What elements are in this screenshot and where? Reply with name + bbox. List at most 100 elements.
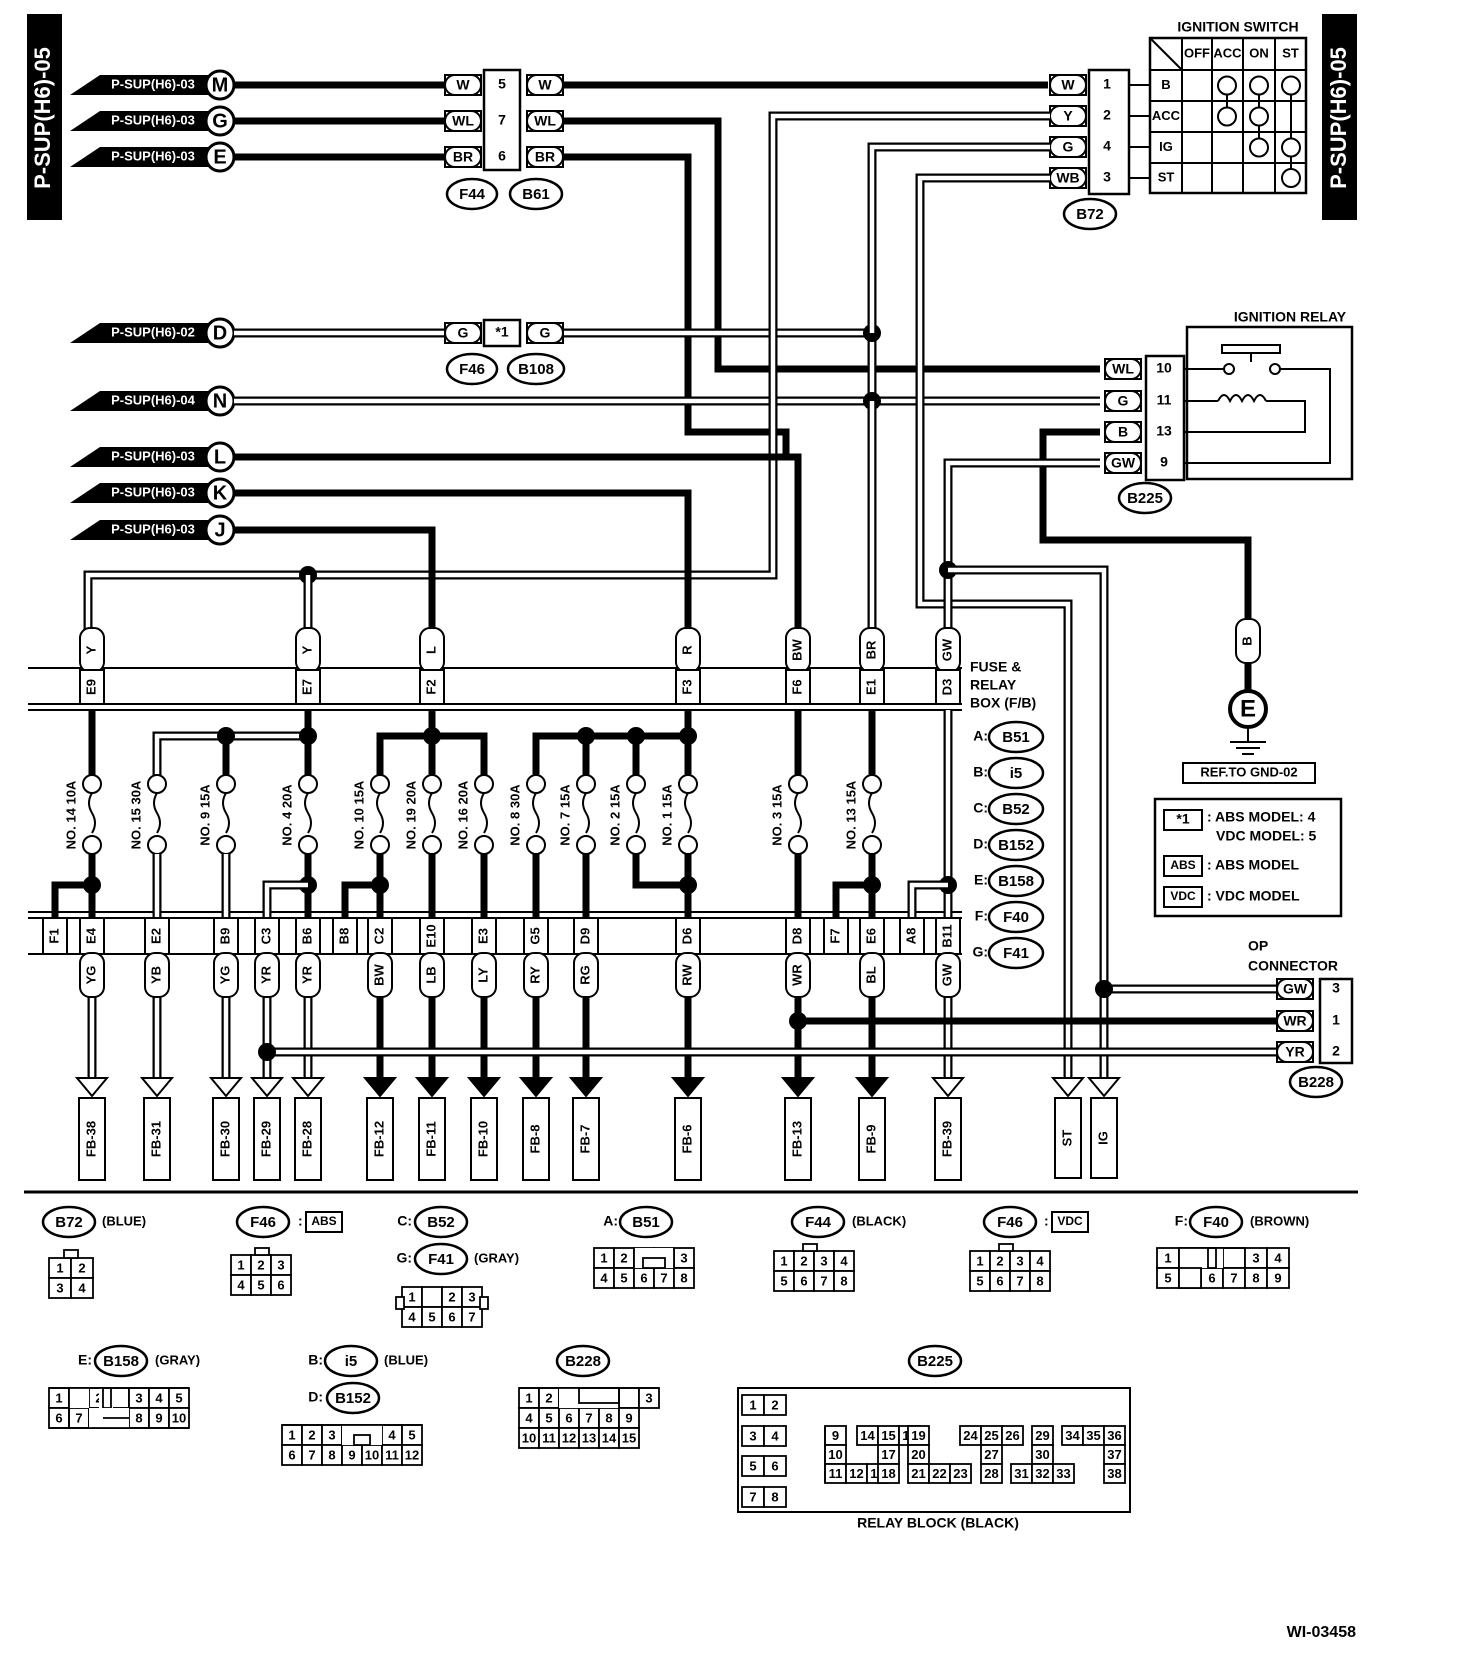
fb-output-label: FB-28 <box>299 1121 314 1157</box>
fb-output-box <box>572 1097 600 1181</box>
cv-f40-cell <box>1222 1247 1246 1269</box>
cv-b228-pin: 15 <box>622 1430 636 1445</box>
fb-bottom-term-label: A8 <box>903 928 918 945</box>
cv-b158-pin: 1 <box>55 1390 62 1405</box>
cv-f46v-pin: 3 <box>1016 1253 1023 1268</box>
fb-output-label: FB-30 <box>217 1121 232 1157</box>
wire-l-bw <box>234 453 802 630</box>
output-arrow <box>74 1077 110 1098</box>
cv-b228-cell <box>618 1387 640 1409</box>
fuse-top <box>526 774 546 794</box>
fb-output-box <box>143 1097 171 1181</box>
relay-wire-tag-round <box>1104 421 1142 443</box>
cv-b225-cell <box>1052 1463 1075 1484</box>
cv-b225-pin: 24 <box>963 1428 978 1443</box>
cv-f44-pin: 3 <box>820 1253 827 1268</box>
incoming-flag <box>70 147 210 167</box>
incoming-ref: P-SUP(H6)-03 <box>111 484 195 499</box>
fb-bottom-wire-tag-text: RY <box>527 966 542 984</box>
cv-f44-label: F44 <box>805 1214 832 1231</box>
switch-contact <box>1217 75 1237 96</box>
inline-right-tag-text: W <box>538 77 552 93</box>
output-arrow <box>930 1077 966 1098</box>
fb-bottom-wire-tag-text: BL <box>863 966 878 983</box>
fb-bottom-wire-tag <box>213 952 239 998</box>
cv-f46a-pin: 1 <box>237 1257 244 1272</box>
fb-bottom-wire-tag-text: BW <box>371 963 386 985</box>
fb-top-wire-tag-text: BW <box>789 638 804 660</box>
op-wire-tag-text: YR <box>1285 1044 1304 1060</box>
fuse-top <box>862 774 882 794</box>
abs-connector-f46-label: F46 <box>459 361 485 378</box>
fb-output-box <box>78 1097 106 1181</box>
cv-f46a-colon: : <box>298 1213 303 1229</box>
switch-pin: 3 <box>1103 169 1111 185</box>
cv-b72-pin: 2 <box>78 1260 85 1275</box>
fuse-bottom <box>626 835 646 855</box>
fb-box-connector <box>987 792 1045 826</box>
fb-out-f7 <box>832 881 872 918</box>
cv-f46v <box>982 1205 1038 1239</box>
cv-f40-pin: 9 <box>1274 1270 1281 1285</box>
fb-top-term <box>675 669 701 705</box>
cv-b158-color: (GRAY) <box>155 1352 200 1367</box>
cv-b228-pin: 5 <box>545 1410 552 1425</box>
output-arrow <box>290 1077 326 1098</box>
abs-connector-b108 <box>506 352 566 386</box>
cv-b152-pin: 10 <box>365 1447 379 1462</box>
cv-f46v-pin: 5 <box>976 1273 983 1288</box>
fb-top-wire-tag-text: L <box>423 646 438 654</box>
legend-note-symbol: *1 <box>1176 811 1189 827</box>
cv-b72-pin: 4 <box>78 1280 86 1295</box>
cv-b152-cell <box>401 1444 423 1466</box>
fb-bottom-term <box>823 917 849 955</box>
fuse-label: NO. 19 20A <box>403 780 418 849</box>
inline-connector-f44 <box>445 177 499 211</box>
cv-b225-pin: 27 <box>984 1447 998 1462</box>
fb-title: RELAY <box>970 677 1017 693</box>
relay-pin: 10 <box>1156 360 1172 376</box>
ignition-relay-title: IGNITION RELAY <box>1234 309 1347 325</box>
cv-b225-pin: 2 <box>771 1397 778 1412</box>
cv-b228-pin: 10 <box>522 1430 536 1445</box>
cv-b51-pin: 2 <box>620 1250 627 1265</box>
fb-bottom-term <box>295 917 321 955</box>
cv-b158-pin: 5 <box>175 1390 182 1405</box>
cv-b158-pin: 9 <box>155 1410 162 1425</box>
fuse-label: NO. 9 15A <box>197 784 212 846</box>
cv-b225-cell <box>980 1463 1003 1484</box>
fb-out-d6 <box>632 854 688 889</box>
fb-output-box <box>1090 1097 1118 1179</box>
cv-b51 <box>618 1205 674 1239</box>
cv-f40-pin: 6 <box>1208 1270 1215 1285</box>
op-wire-tag-round <box>1276 978 1314 1000</box>
cv-b72-color: (BLUE) <box>102 1213 146 1228</box>
fb-output-box <box>253 1097 281 1181</box>
fb-top-term-label: E1 <box>863 679 878 695</box>
switch-contact <box>1249 106 1269 127</box>
switch-contact <box>1281 75 1301 96</box>
switch-contact <box>1249 75 1269 96</box>
fb-output-box <box>522 1097 550 1181</box>
cv-b152-pin: 6 <box>288 1447 295 1462</box>
op-connector-b228 <box>1288 1065 1344 1099</box>
cv-b228-pin: 3 <box>645 1390 652 1405</box>
fb-box-connector-key: G: <box>972 944 988 960</box>
fuse-link <box>88 792 96 834</box>
fuse-label: NO. 14 10A <box>63 780 78 849</box>
fb-box-connector-key: C: <box>973 800 988 816</box>
relay-wire-tag-round <box>1104 390 1142 412</box>
fuse-bottom <box>422 835 442 855</box>
fb-bottom-wire-tag <box>675 952 701 998</box>
cv-b225-pin: 5 <box>749 1458 756 1473</box>
fb-box-connector-label: F40 <box>1003 909 1029 926</box>
fb-output-box <box>1054 1097 1082 1179</box>
cv-b225-cell <box>763 1486 787 1508</box>
legend-vdc-symbol: VDC <box>1170 889 1196 903</box>
cv-b225-cell <box>1103 1463 1126 1484</box>
fb-bottom-term-label: C3 <box>258 928 273 945</box>
ignition-switch-title: IGNITION SWITCH <box>1177 19 1298 35</box>
fb-output-label: FB-9 <box>863 1125 878 1154</box>
cv-f44-pin: 4 <box>840 1253 848 1268</box>
incoming-ref: P-SUP(H6)-04 <box>111 392 196 407</box>
